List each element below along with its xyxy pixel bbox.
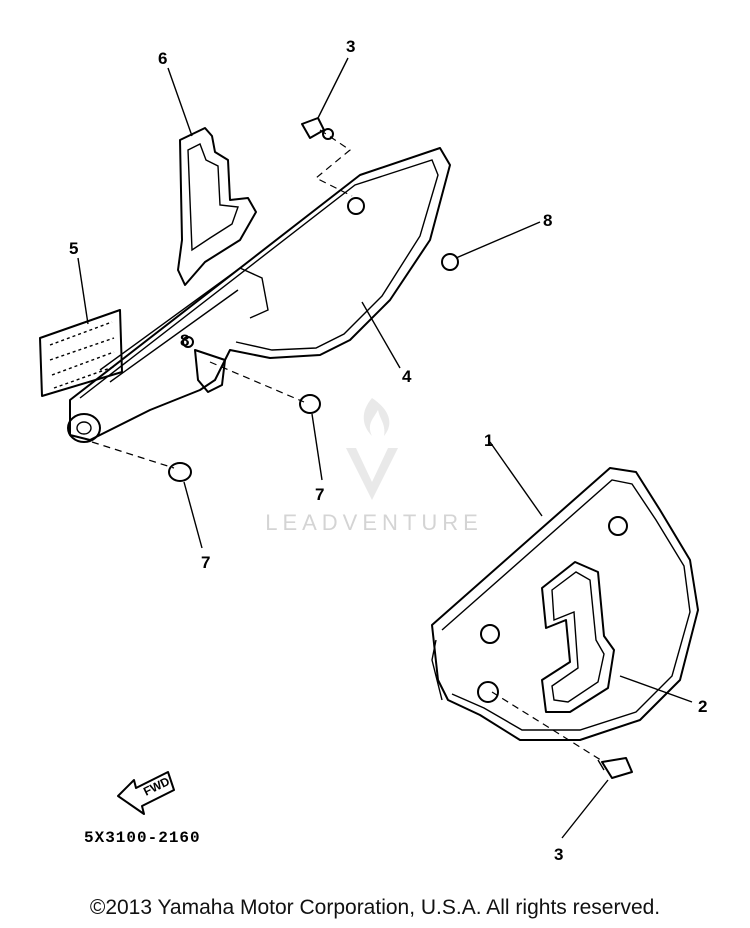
assembly-line-left bbox=[91, 441, 175, 469]
callout-7-right: 7 bbox=[315, 485, 324, 504]
callout-1: 1 bbox=[484, 431, 493, 450]
part-3-screw-top bbox=[301, 117, 334, 140]
part-3-screw-bottom bbox=[597, 757, 633, 779]
callout-2: 2 bbox=[698, 697, 707, 716]
assembly-line-mid bbox=[209, 361, 305, 403]
callout-4: 4 bbox=[402, 367, 412, 386]
fwd-arrow-icon: FWD bbox=[117, 771, 175, 815]
leader-lines bbox=[77, 57, 693, 839]
part-8-grommet-right bbox=[441, 253, 459, 271]
part-8-grommet-left bbox=[182, 336, 194, 348]
callout-5: 5 bbox=[69, 239, 78, 258]
part-2-number-decal bbox=[541, 561, 615, 713]
part-7-grommet-left bbox=[168, 462, 192, 482]
callout-8-left: 8 bbox=[180, 331, 189, 350]
svg-text:FWD: FWD bbox=[141, 774, 172, 799]
part-7-grommet-right bbox=[299, 394, 321, 414]
part-code: 5X3100-2160 bbox=[84, 829, 201, 847]
part-5-decal bbox=[39, 309, 123, 397]
callout-8-right: 8 bbox=[543, 211, 552, 230]
watermark-text: LEADVENTURE bbox=[265, 510, 483, 535]
callout-3-bottom: 3 bbox=[554, 845, 563, 864]
watermark-logo-icon bbox=[346, 398, 398, 500]
part-4-frame bbox=[67, 147, 451, 443]
part-6-guard bbox=[177, 127, 257, 286]
assembly-line-top bbox=[314, 129, 353, 197]
callout-6: 6 bbox=[158, 49, 167, 68]
callout-7-left: 7 bbox=[201, 553, 210, 572]
assembly-line-bottom bbox=[491, 691, 605, 763]
part-1-side-cover bbox=[431, 467, 699, 741]
callout-3-top: 3 bbox=[346, 37, 355, 56]
copyright-notice: ©2013 Yamaha Motor Corporation, U.S.A. A… bbox=[89, 896, 661, 919]
